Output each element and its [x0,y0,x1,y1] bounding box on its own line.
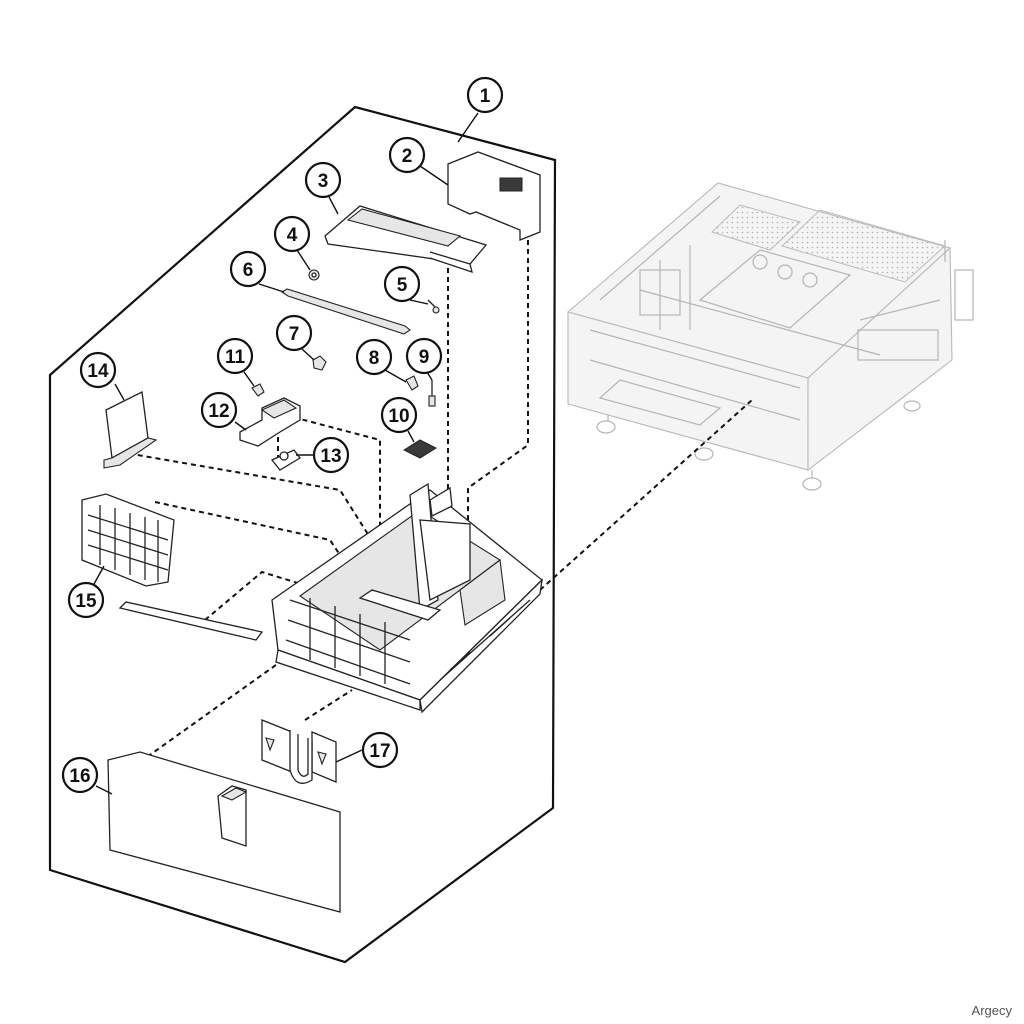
svg-text:4: 4 [287,225,298,246]
svg-text:2: 2 [402,146,413,167]
callout-11[interactable]: 11 [216,337,254,375]
callout-15[interactable]: 15 [67,581,105,619]
callout-17[interactable]: 17 [361,731,399,769]
part-15-grid-cells [87,505,169,582]
svg-text:15: 15 [75,591,97,612]
part-17-u-bracket[interactable] [261,719,337,784]
svg-text:13: 13 [320,446,341,467]
svg-text:1: 1 [480,86,491,107]
exploded-view-boundary [48,105,557,964]
callout-16[interactable]: 16 [61,756,99,794]
callout-9[interactable]: 9 [405,337,443,375]
part-3-top-cover[interactable] [324,205,488,273]
part-2-cover-plate[interactable] [447,151,541,241]
callout-13[interactable]: 13 [312,436,350,474]
tray-front-grid [285,598,411,685]
callout-4[interactable]: 4 [273,215,311,253]
callout-14[interactable]: 14 [79,351,117,389]
svg-text:10: 10 [388,406,409,427]
part-11-small-clip[interactable] [251,383,265,397]
svg-text:16: 16 [69,766,90,787]
leader-lines [93,112,479,795]
callout-2[interactable]: 2 [388,136,426,174]
ghost-printer-base-unit [566,182,974,491]
svg-text:17: 17 [369,741,390,762]
svg-text:7: 7 [289,324,300,345]
callout-7[interactable]: 7 [275,314,313,352]
part-5-screw[interactable] [427,299,440,314]
part-10-pad[interactable] [402,439,438,459]
part-4-nut[interactable] [308,269,320,281]
part-12-latch[interactable] [239,397,301,447]
callout-6[interactable]: 6 [229,250,267,288]
svg-text:8: 8 [369,348,380,369]
svg-text:6: 6 [243,260,254,281]
part-9-spring[interactable] [428,380,436,407]
part-13-bracket[interactable] [270,449,301,471]
callout-8[interactable]: 8 [355,338,393,376]
callout-10[interactable]: 10 [380,396,418,434]
part-8-bracket[interactable] [405,375,419,391]
part-15-grid-guide[interactable] [81,493,175,587]
part-6-rod[interactable] [280,288,411,335]
main-paper-tray[interactable] [271,482,543,714]
callout-12[interactable]: 12 [200,391,238,429]
svg-text:11: 11 [225,347,246,368]
part-14-guide-plate[interactable] [103,391,158,469]
svg-text:5: 5 [397,275,408,296]
svg-text:9: 9 [419,347,430,368]
svg-text:12: 12 [208,401,229,422]
callout-1[interactable]: 1 [466,76,504,114]
part-16-front-panel[interactable] [107,751,341,913]
part-7-clip[interactable] [312,355,327,371]
watermark-text: Argecy [971,1003,1012,1018]
callout-5[interactable]: 5 [383,265,421,303]
svg-text:14: 14 [87,361,109,382]
paper-strip[interactable] [118,601,264,641]
callout-3[interactable]: 3 [304,161,342,199]
svg-text:3: 3 [318,171,329,192]
